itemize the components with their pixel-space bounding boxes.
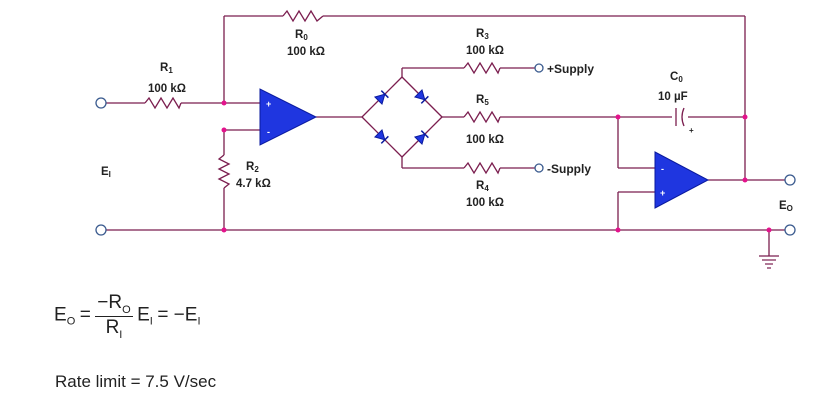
resistor-r1 [144, 96, 182, 110]
svg-text:C0: C0 [670, 71, 683, 84]
diode-bridge [361, 76, 443, 158]
svg-text:100 kΩ: 100 kΩ [148, 83, 186, 95]
resistor-r2 [217, 154, 231, 189]
svg-text:100 kΩ: 100 kΩ [466, 134, 504, 146]
resistor-r4 [463, 161, 501, 175]
svg-text:R1: R1 [160, 62, 173, 75]
svg-text:R4: R4 [476, 180, 489, 193]
input-terminal-top[interactable] [95, 97, 107, 109]
resistor-r0 [282, 9, 324, 23]
opamp-2-minus-pin: - [661, 164, 664, 174]
label-r3: R3 100 kΩ [466, 28, 504, 57]
opamp-1-minus-pin: - [267, 127, 270, 137]
label-r2: R2 4.7 kΩ [236, 161, 271, 190]
output-terminal-top[interactable] [784, 174, 796, 186]
ground-icon [759, 255, 779, 269]
svg-text:R0: R0 [295, 29, 308, 42]
resistor-r5 [463, 110, 501, 124]
opamp-2: - + [654, 151, 710, 209]
label-r1: R1 100 kΩ [148, 62, 186, 95]
svg-text:100 kΩ: 100 kΩ [466, 197, 504, 209]
label-r0: R0 100 kΩ [287, 29, 325, 58]
svg-text:EO: EO [779, 200, 793, 213]
resistor-r3 [463, 61, 501, 75]
label-r5: R5 100 kΩ [466, 94, 504, 146]
negative-supply-terminal[interactable] [534, 163, 544, 173]
diode-icon [413, 88, 429, 104]
output-terminal-bottom[interactable] [784, 224, 796, 236]
capacitor-c0: + [675, 107, 694, 135]
input-label: EI [101, 166, 111, 179]
wires [106, 15, 785, 256]
svg-text:R5: R5 [476, 94, 489, 107]
diode-icon [373, 128, 389, 144]
svg-text:4.7 kΩ: 4.7 kΩ [236, 178, 271, 190]
svg-text:EI: EI [101, 166, 111, 179]
junctions [221, 100, 772, 233]
rate-limit-text: Rate limit = 7.5 V/sec [55, 372, 217, 391]
svg-text:R2: R2 [246, 161, 259, 174]
transfer-equation: EO = −RO RI EI = −EI [54, 292, 201, 341]
equation-fraction: −RO RI [95, 292, 133, 341]
opamp-1: + - [259, 88, 318, 146]
svg-text:R3: R3 [476, 28, 489, 41]
label-r4: R4 100 kΩ [466, 180, 504, 209]
label-c0: C0 10 µF [658, 71, 688, 103]
capacitor-polarity-label: + [689, 126, 694, 135]
svg-text:100 kΩ: 100 kΩ [466, 45, 504, 57]
negative-supply-label: -Supply [547, 162, 591, 176]
positive-supply-terminal[interactable] [534, 63, 544, 73]
diode-icon [413, 130, 429, 146]
opamp-1-plus-pin: + [266, 99, 271, 109]
diode-icon [373, 90, 389, 106]
svg-text:10 µF: 10 µF [658, 91, 688, 103]
input-terminal-bottom[interactable] [95, 224, 107, 236]
svg-text:100 kΩ: 100 kΩ [287, 46, 325, 58]
opamp-2-plus-pin: + [660, 188, 665, 198]
output-label: EO [779, 200, 793, 213]
positive-supply-label: +Supply [547, 62, 594, 76]
